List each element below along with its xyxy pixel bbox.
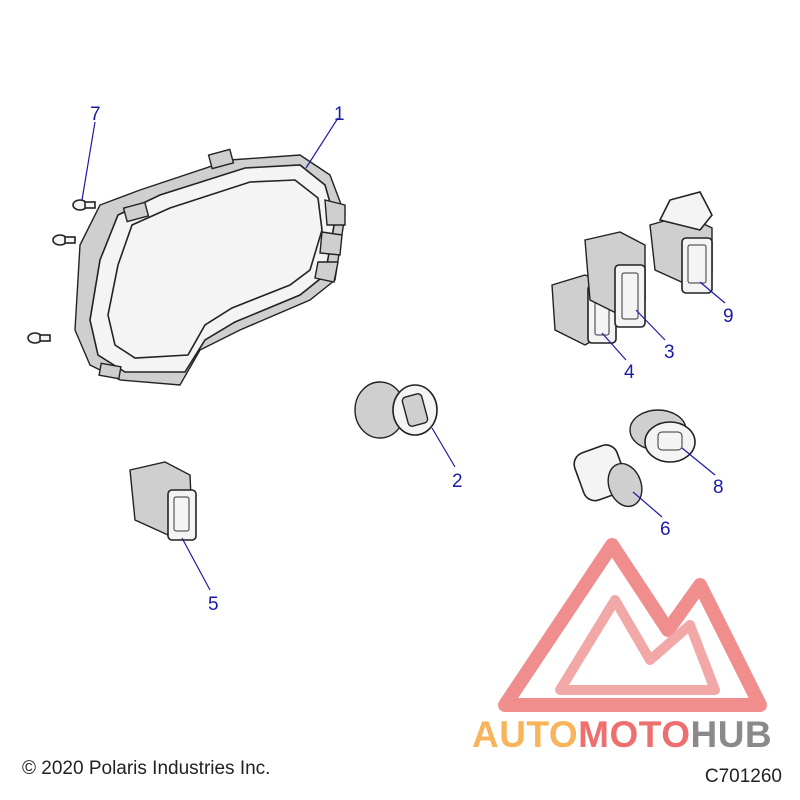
watermark-hub: HUB xyxy=(690,714,773,755)
rocker-switch-5 xyxy=(129,461,197,541)
screw-7c xyxy=(27,332,51,344)
watermark-moto: MOTO xyxy=(578,714,691,755)
callout-2: 2 xyxy=(452,471,463,492)
leader-2 xyxy=(431,427,456,468)
screw-7a xyxy=(72,199,96,211)
ignition-switch xyxy=(354,381,438,439)
rocker-switch-3 xyxy=(584,231,646,328)
leader-8 xyxy=(681,447,716,476)
watermark-text: AUTOMOTOHUB xyxy=(472,714,772,756)
power-outlet xyxy=(573,444,643,508)
leader-7 xyxy=(81,121,96,201)
watermark-logo-icon xyxy=(498,538,767,712)
leader-5 xyxy=(181,537,211,591)
watermark-auto: AUTO xyxy=(472,714,579,755)
callout-3: 3 xyxy=(664,342,675,363)
callout-4: 4 xyxy=(624,362,635,383)
callout-5: 5 xyxy=(208,594,219,615)
instrument-cluster xyxy=(74,148,346,386)
leader-3 xyxy=(635,309,666,341)
leader-6 xyxy=(632,491,663,518)
copyright-text: © 2020 Polaris Industries Inc. xyxy=(22,758,271,779)
usb-outlet xyxy=(629,409,696,463)
callout-7: 7 xyxy=(90,104,101,125)
callout-8: 8 xyxy=(713,477,724,498)
callout-6: 6 xyxy=(660,519,671,540)
leader-1 xyxy=(305,117,339,169)
callout-1: 1 xyxy=(334,104,345,125)
drawing-number: C701260 xyxy=(704,766,782,787)
leader-4 xyxy=(601,332,627,361)
rocker-switch-9 xyxy=(649,191,713,294)
screw-7b xyxy=(52,234,76,246)
callout-9: 9 xyxy=(723,306,734,327)
leader-9 xyxy=(699,281,726,304)
